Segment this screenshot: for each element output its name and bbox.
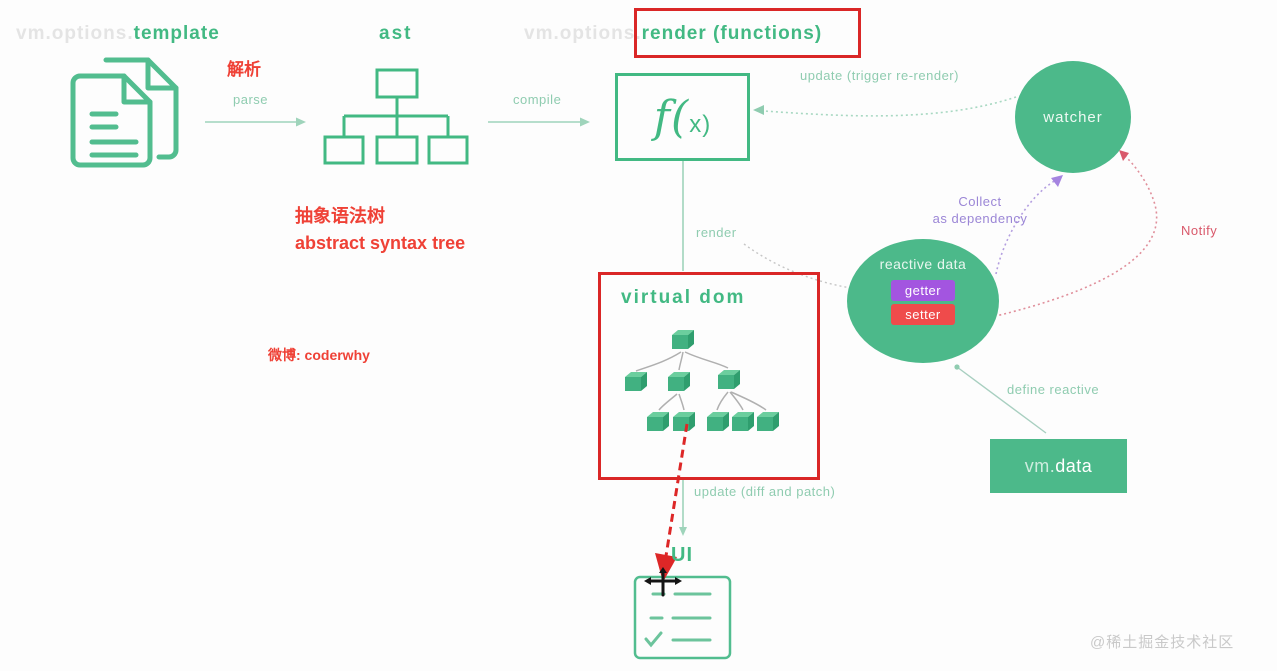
virtual-dom-highlight-box	[598, 272, 820, 480]
title-render-prefix: vm.options.	[524, 23, 642, 44]
title-template-label: template	[133, 23, 220, 44]
move-cursor-icon	[644, 567, 682, 597]
define-reactive-label: define reactive	[1007, 382, 1100, 397]
credit-annotation: 微博: coderwhy	[268, 347, 370, 363]
vdom-to-ui-red-arrow	[655, 423, 689, 582]
getter-badge: getter	[891, 280, 955, 301]
title-template-prefix: vm.options.	[16, 23, 134, 44]
render-highlight-box	[634, 8, 861, 58]
parse-arrow	[205, 117, 306, 127]
notify-curve	[969, 150, 1158, 323]
watermark: @稀土掘金技术社区	[1090, 634, 1235, 651]
render-function-node: f(x)	[615, 73, 750, 161]
title-render: vm.options.render (functions)	[524, 23, 822, 45]
render-label: render	[696, 225, 737, 240]
ui-label: UI	[671, 544, 693, 566]
update-trigger-curve	[753, 96, 1017, 117]
template-documents-icon	[70, 57, 179, 168]
fx-label: f(x)	[653, 91, 712, 143]
virtual-dom-cube-tree	[625, 330, 779, 431]
compile-arrow	[488, 117, 590, 127]
ui-document-node	[633, 575, 732, 660]
ast-label: ast	[379, 23, 413, 44]
virtual-dom-label: virtual dom	[621, 287, 746, 308]
compile-label: compile	[513, 92, 562, 107]
reactive-data-label: reactive data	[879, 256, 967, 272]
collect-dependency-curve	[995, 175, 1063, 275]
update-diff-line	[679, 480, 687, 536]
title-template: vm.options.template	[16, 23, 220, 45]
vm-data-label: data	[1055, 455, 1093, 476]
update-diff-label: update (diff and patch)	[694, 484, 836, 499]
ast-tree	[323, 68, 469, 165]
parse-label: parse	[233, 92, 269, 107]
parse-label-cn: 解析	[227, 60, 261, 79]
update-trigger-label: update (trigger re-render)	[800, 68, 959, 83]
notify-label: Notify	[1181, 223, 1218, 238]
setter-badge: setter	[891, 304, 955, 325]
define-reactive-line	[954, 364, 1047, 434]
checkmark-icon	[644, 631, 663, 648]
vm-data-node: vm.data	[990, 439, 1127, 493]
title-render-label: render (functions)	[641, 23, 823, 44]
watcher-node: watcher	[1015, 61, 1131, 173]
reactive-data-node: reactive data getter setter	[847, 239, 999, 363]
vm-data-prefix: vm.	[1024, 455, 1056, 476]
